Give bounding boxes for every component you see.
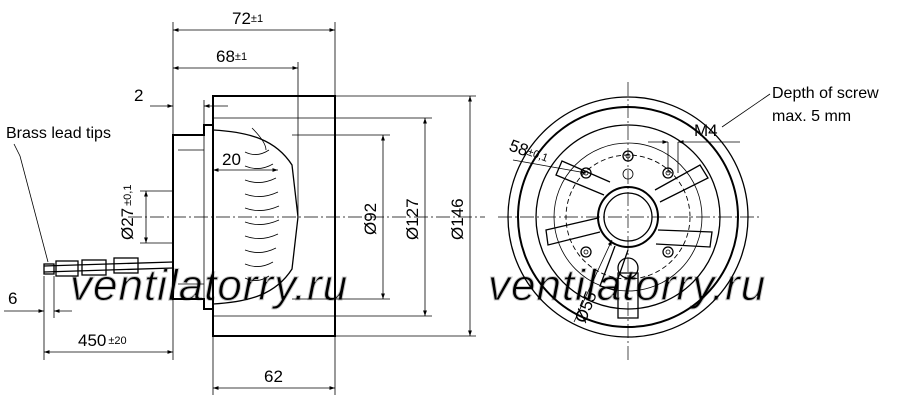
dim-body-length: 68±1	[216, 47, 247, 66]
dim-ring-width: 62	[264, 367, 283, 386]
lead-wires	[43, 257, 174, 277]
leader-screw-depth	[721, 93, 771, 128]
dim-impeller-depth: 20	[222, 150, 241, 169]
side-view: 72±1 68±1 2 20 Ø27±0,1 Ø92 Ø127 Ø146	[4, 9, 485, 395]
cable-outlet	[617, 272, 639, 319]
outer-ring	[507, 96, 749, 338]
front-view: 58±0,1 Ø55 M4 Depth of screw max. 5 mm	[498, 82, 879, 360]
dim-housing-diameter: Ø127	[403, 198, 422, 240]
dim-outer-diameter: Ø146	[448, 198, 467, 240]
watermark-right: ventilatorry.ru	[488, 261, 766, 310]
dim-inner-diameter: Ø92	[361, 203, 380, 235]
note-screw-depth-line2: max. 5 mm	[772, 108, 851, 125]
note-brass-lead-tips: Brass lead tips	[6, 125, 111, 142]
hub-circle	[597, 186, 659, 248]
leader-brass-lead-tips	[13, 143, 49, 263]
note-screw-depth-line1: Depth of screw	[772, 85, 879, 102]
bolt-circle	[565, 154, 691, 280]
dim-flange-offset: 2	[134, 86, 143, 105]
housing-circle	[517, 106, 739, 328]
dim-hub-diameter: Ø27±0,1	[118, 185, 137, 240]
dim-thread: M4	[694, 121, 718, 140]
dim-lead-length: 450±20	[78, 331, 127, 350]
dim-overall-length: 72±1	[232, 9, 263, 28]
dim-lead-strip: 6	[8, 289, 17, 308]
watermark-left: ventilatorry.ru	[70, 261, 348, 310]
